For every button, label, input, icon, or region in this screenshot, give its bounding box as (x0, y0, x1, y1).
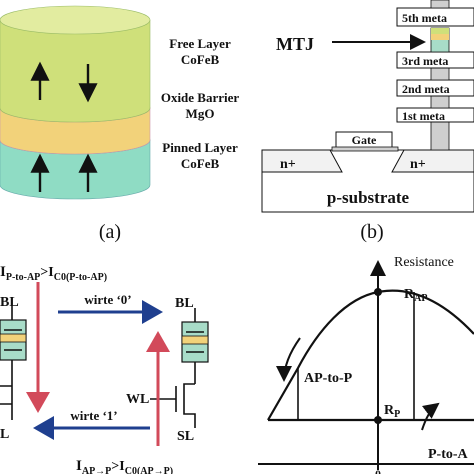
metal-3-label: 3rd meta (402, 54, 448, 68)
pinned-layer-label-1: Pinned Layer (162, 140, 238, 155)
write-0-label: wirte ‘0’ (84, 292, 131, 307)
panel-a-caption: (a) (99, 221, 121, 243)
panel-b-caption: (b) (360, 221, 383, 243)
left-mtj-device (0, 306, 27, 420)
right-transistor-gate (150, 386, 177, 412)
write-1-label: wirte ‘1’ (70, 408, 117, 423)
r-p-marker (374, 416, 382, 424)
mtj-cell-barrier (431, 34, 449, 40)
mtj-stack-cylinder (0, 5, 151, 200)
free-layer-label-2: CoFeB (181, 52, 220, 67)
right-mtj-moments (186, 331, 204, 353)
right-sourceline-label: SL (177, 429, 194, 444)
gate-oxide (331, 146, 399, 152)
wordline-label: WL (126, 392, 149, 407)
n-plus-left-label: n+ (280, 157, 296, 172)
oxide-barrier-label-1: Oxide Barrier (161, 90, 240, 105)
mtj-pointer-label: MTJ (276, 34, 314, 54)
left-transistor (0, 385, 13, 420)
left-sourceline-label: L (0, 427, 9, 442)
pinned-layer-label-2: CoFeB (181, 156, 220, 171)
via-1 (430, 95, 450, 109)
mtj-cell-free (431, 28, 449, 34)
n-plus-left-region (261, 149, 343, 173)
ap-to-p-direction-arrow-icon (276, 337, 301, 382)
metal-2-label: 2nd meta (402, 82, 450, 96)
oxide-barrier-label-2: MgO (186, 106, 215, 121)
substrate-label: p-substrate (327, 188, 410, 207)
ap-state-curve (267, 289, 474, 421)
resistance-axis-label: Resistance (394, 255, 454, 270)
n-plus-right-region (391, 149, 474, 173)
left-mtj-barrier (0, 333, 27, 343)
left-mtj-moments (4, 329, 22, 351)
p-to-ap-direction-arrow-icon (421, 402, 440, 431)
r-ap-label: RAP (404, 287, 427, 304)
free-layer-body (0, 19, 151, 123)
free-layer-label-1: Free Layer (169, 36, 231, 51)
p-to-ap-label: P-to-A (428, 447, 469, 462)
contact-via (430, 119, 450, 151)
right-mtj-device (150, 308, 209, 428)
device-cross-section (261, 0, 474, 213)
right-transistor-channel (183, 383, 196, 428)
r-p-label: RP (384, 403, 400, 420)
metal-5-label: 5th meta (402, 11, 447, 25)
gate-label: Gate (352, 133, 377, 147)
hysteresis-plot (258, 260, 474, 470)
n-plus-right-label: n+ (410, 157, 426, 172)
top-via (430, 0, 450, 9)
left-bitline-label: BL (0, 295, 19, 310)
right-mtj-barrier (181, 335, 209, 345)
top-current-condition: IP-to-AP>IC0(P-to-AP) (0, 264, 107, 283)
metal-1-label: 1st meta (402, 109, 445, 123)
bottom-current-condition: IAP→P>IC0(AP→P) (76, 458, 173, 474)
origin-label: 0 (375, 467, 381, 474)
right-bitline-label: BL (175, 296, 194, 311)
via-2 (430, 67, 450, 81)
ap-to-p-label: AP-to-P (304, 371, 353, 386)
r-ap-marker (374, 288, 382, 296)
free-layer-top (0, 5, 151, 35)
